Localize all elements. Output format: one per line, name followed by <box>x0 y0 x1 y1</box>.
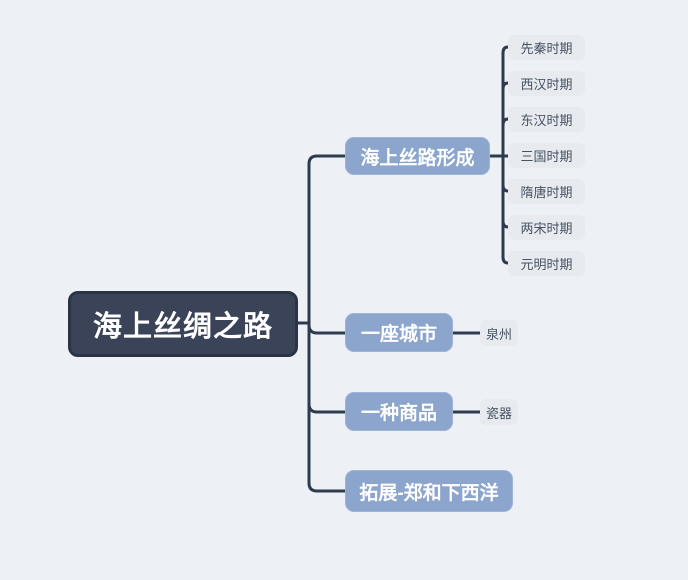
leaf-node-sui-tang-period[interactable]: 隋唐时期 <box>508 179 585 204</box>
edge-child-1 <box>501 45 510 55</box>
edge-child-6 <box>501 219 510 229</box>
leaf-node-eastern-han-period[interactable]: 东汉时期 <box>508 107 585 132</box>
edge-child-2 <box>501 81 510 91</box>
leaf-node-three-kingdoms-period[interactable]: 三国时期 <box>508 143 585 168</box>
root-node-maritime-silk-road[interactable]: 海上丝绸之路 <box>68 291 298 357</box>
branch-node-a-commodity[interactable]: 一种商品 <box>345 392 453 431</box>
leaf-node-two-songs-period[interactable]: 两宋时期 <box>508 215 585 240</box>
edge-child-7 <box>501 255 510 265</box>
edge-to-branch-3 <box>307 402 347 414</box>
leaf-node-yuan-ming-period[interactable]: 元明时期 <box>508 251 585 276</box>
leaf-node-porcelain[interactable]: 瓷器 <box>480 399 518 425</box>
edge-spine-to-branch-1 <box>307 154 347 325</box>
leaf-node-western-han-period[interactable]: 西汉时期 <box>508 71 585 96</box>
edge-to-branch-2 <box>307 323 347 335</box>
edge-child-3 <box>501 117 510 127</box>
branch-node-silk-road-formation[interactable]: 海上丝路形成 <box>345 137 490 175</box>
leaf-node-quanzhou[interactable]: 泉州 <box>480 320 518 346</box>
branch-node-a-city[interactable]: 一座城市 <box>345 313 453 352</box>
branch-node-expansion-zheng-he-voyages[interactable]: 拓展-郑和下西洋 <box>345 470 513 512</box>
edge-child-5 <box>501 183 510 193</box>
leaf-node-pre-qin-period[interactable]: 先秦时期 <box>508 35 585 60</box>
edge-spine-to-branch-4 <box>307 321 347 493</box>
